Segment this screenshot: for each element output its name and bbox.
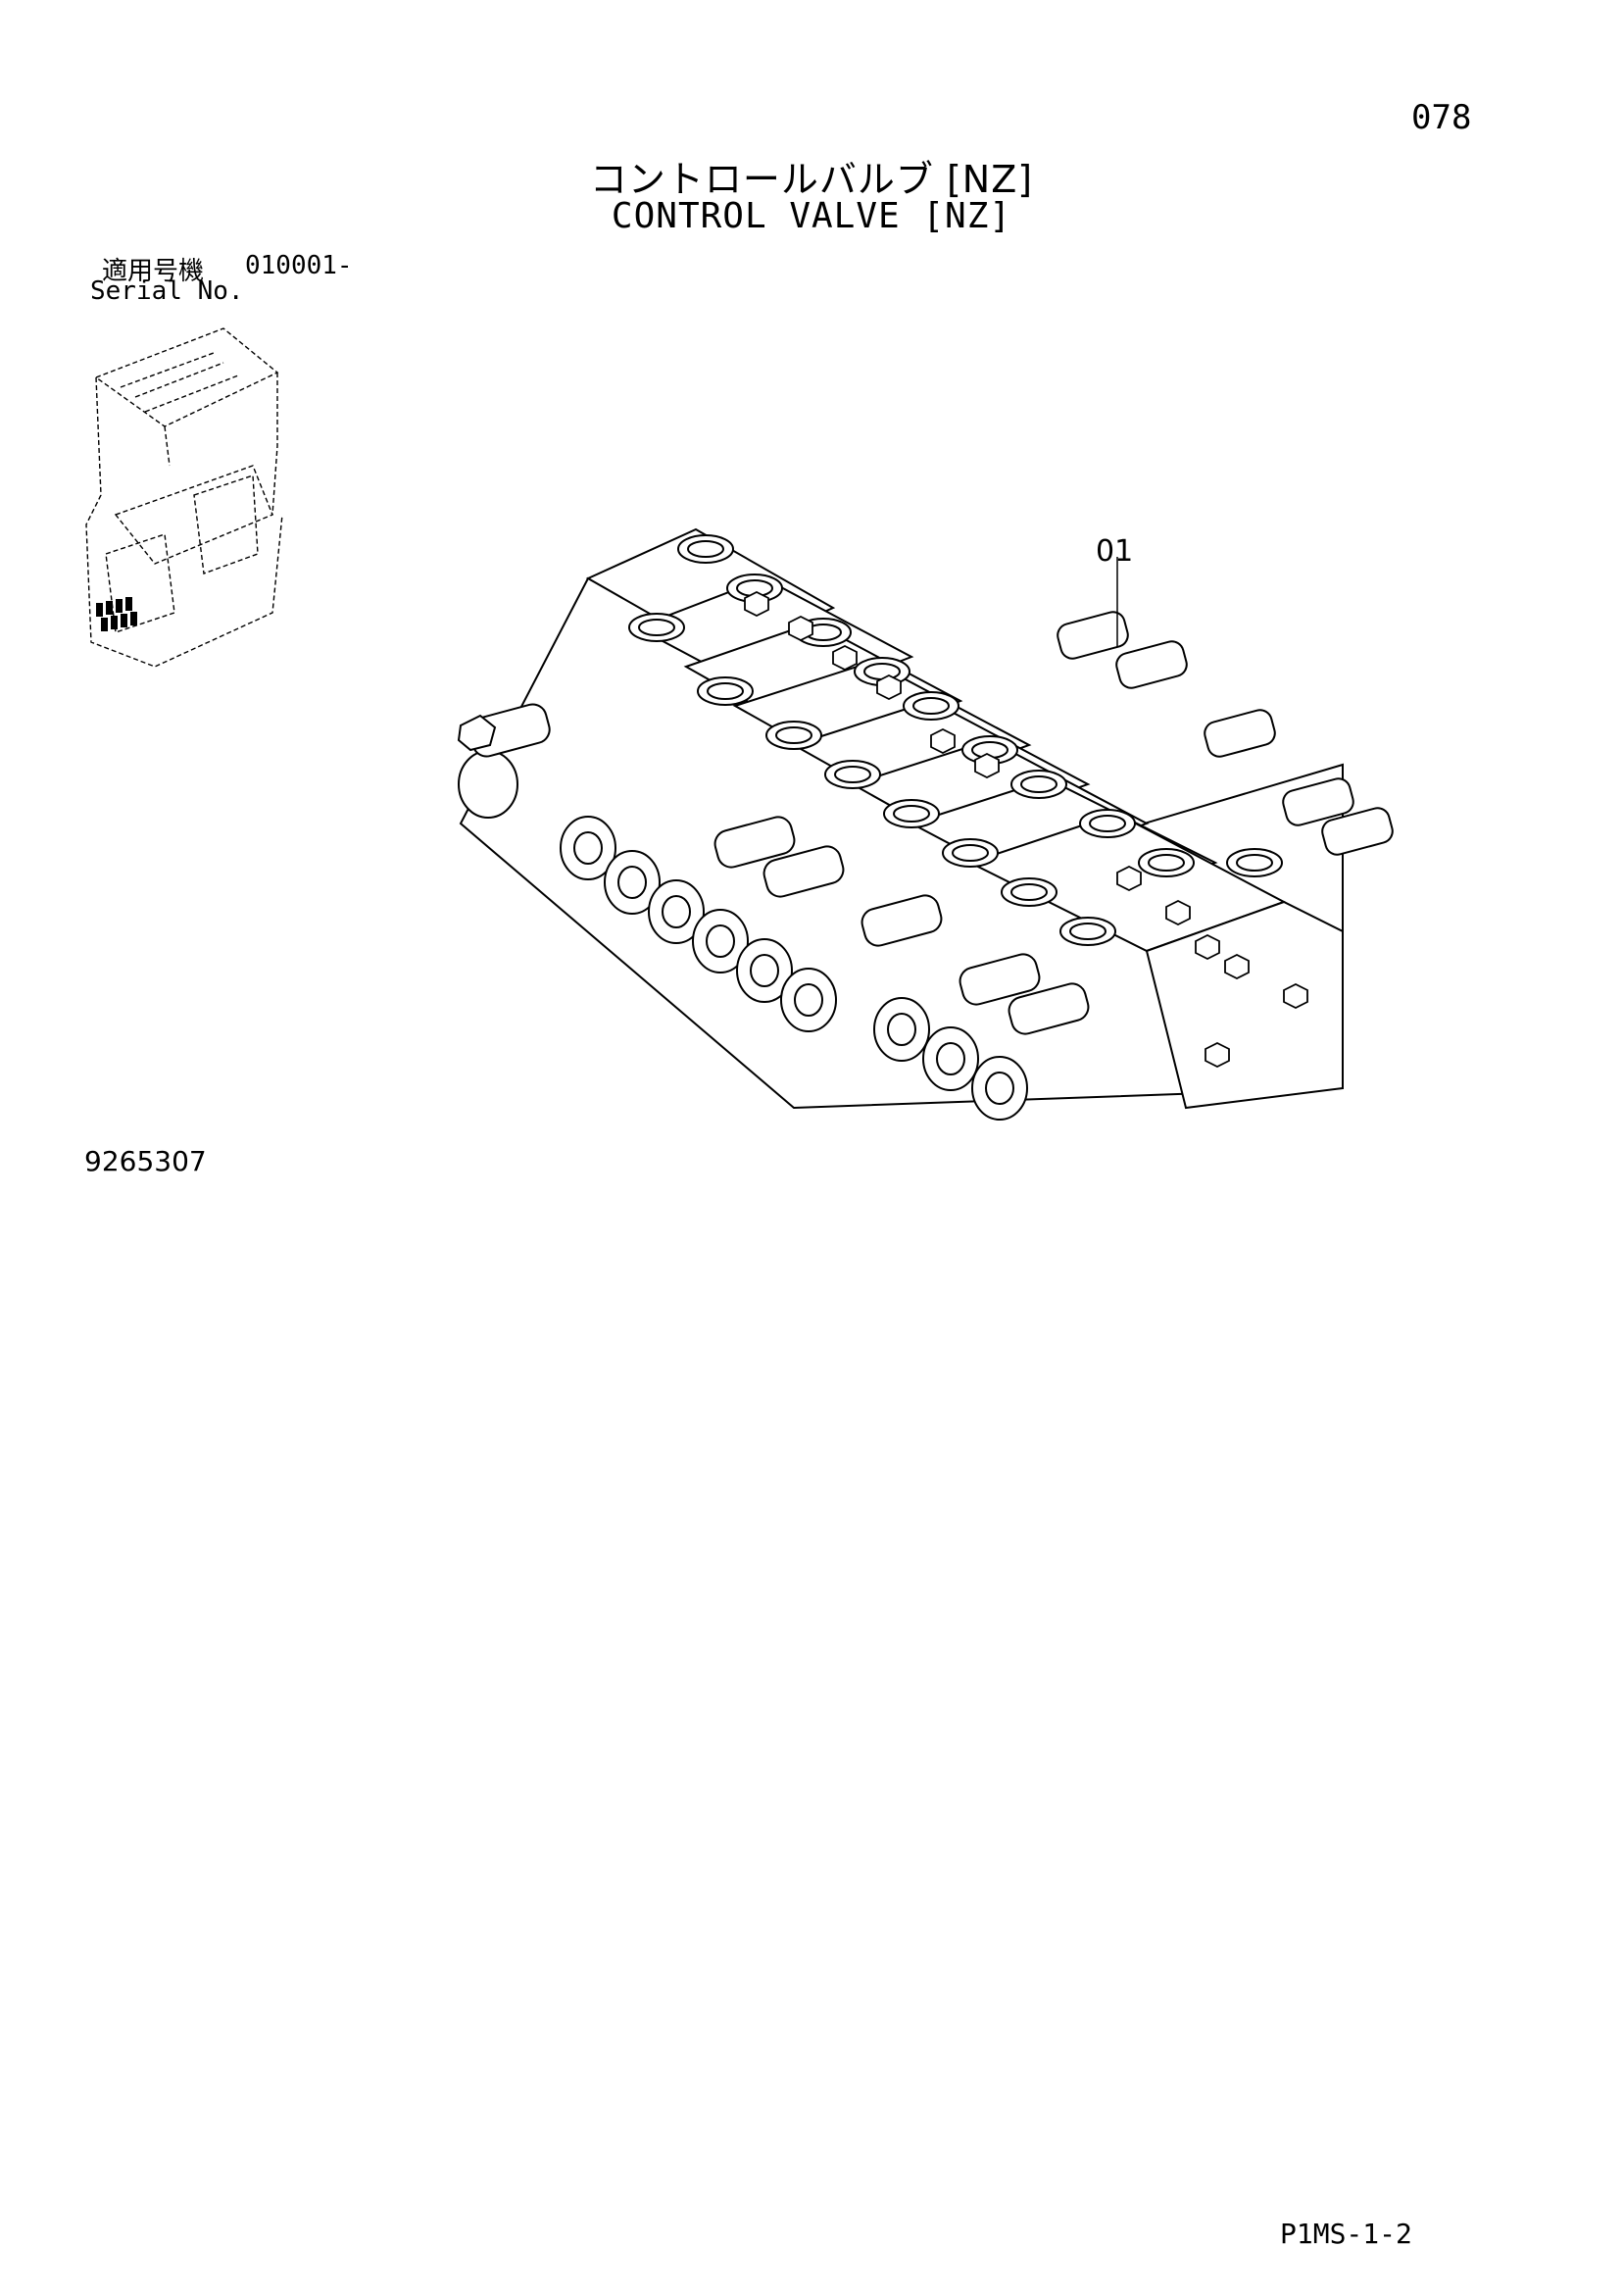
- control-valve-drawing: [457, 527, 1394, 1121]
- page-number: 078: [1411, 98, 1472, 137]
- page-title-japanese: コントロールバルブ [NZ]: [589, 158, 1034, 201]
- drawing-number: 9265307: [84, 1145, 207, 1177]
- serial-label-english: Serial No.: [90, 276, 244, 306]
- page-title-english: CONTROL VALVE [NZ]: [611, 196, 1012, 236]
- serial-label-japanese: 適用号機: [102, 257, 205, 286]
- part-callout-label: 01: [1096, 534, 1134, 569]
- machine-thumbnail-illustration: [85, 327, 283, 668]
- serial-number-value: 010001-: [245, 251, 353, 280]
- page-code: P1MS-1-2: [1280, 2218, 1412, 2250]
